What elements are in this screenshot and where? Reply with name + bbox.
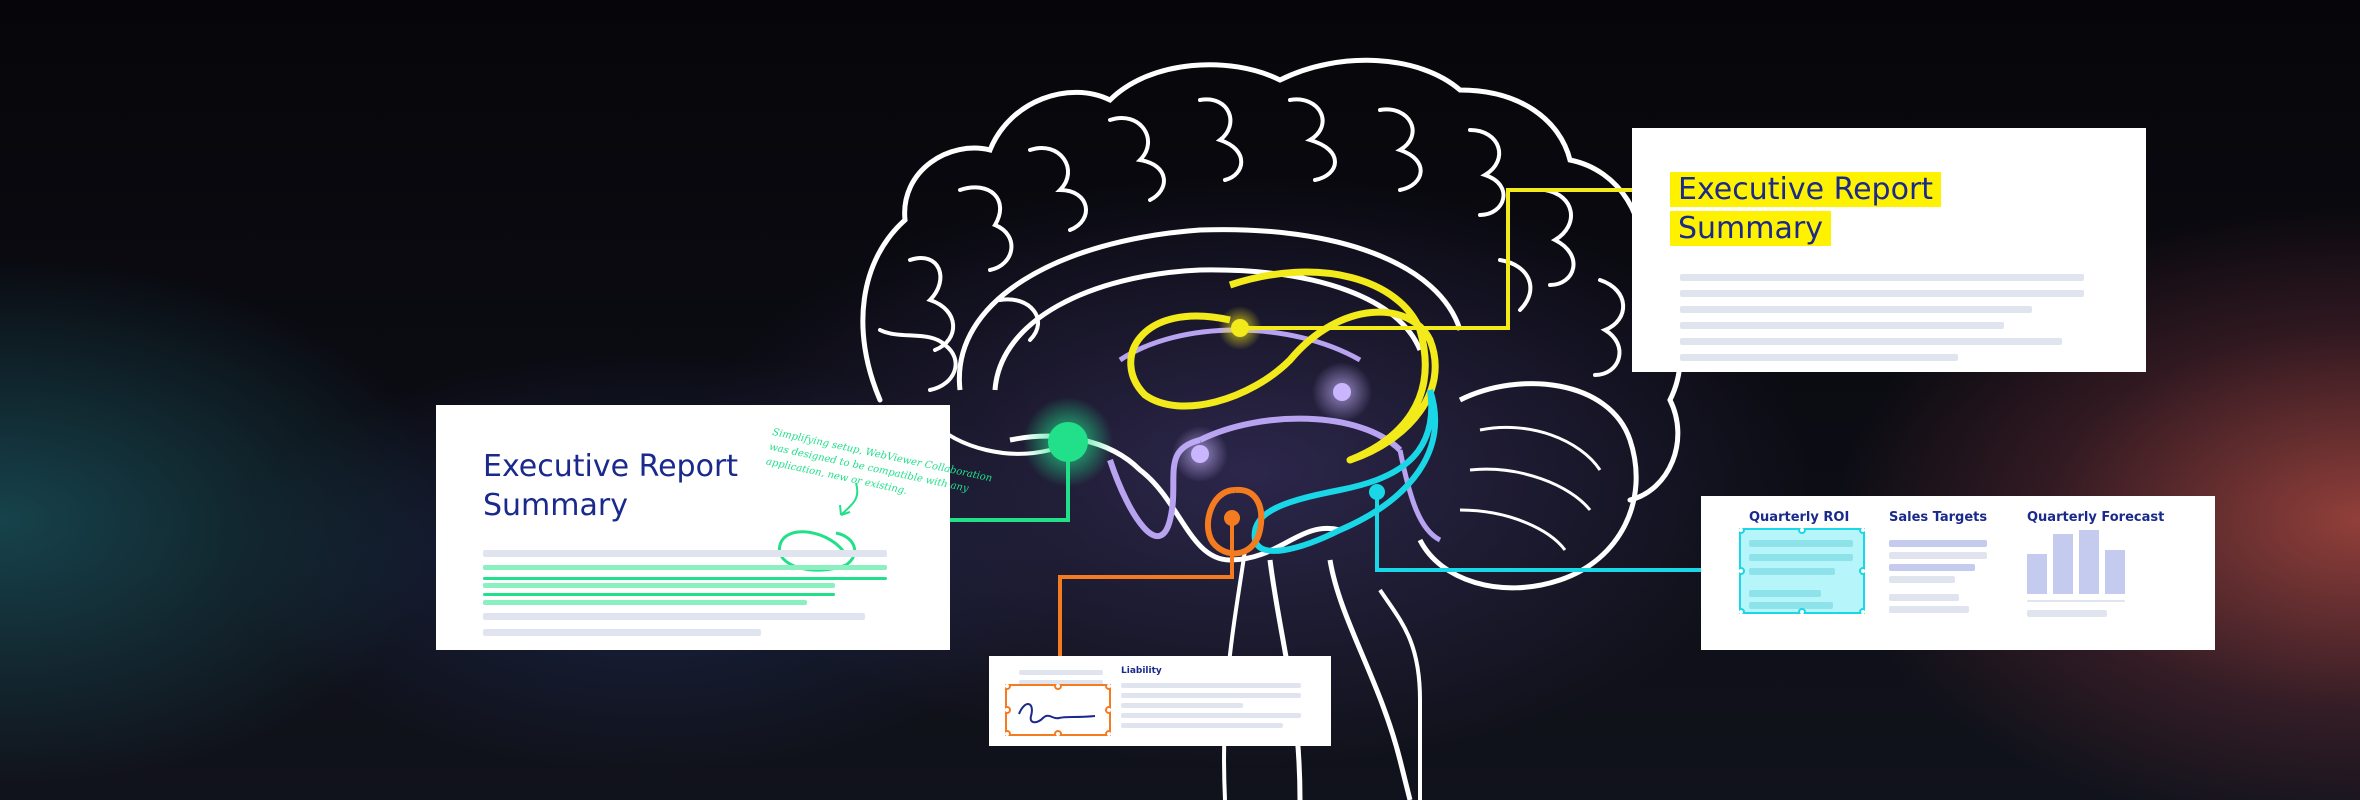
signature-ink xyxy=(1005,684,1111,736)
yellow-region xyxy=(1127,268,1439,464)
forecast-bar xyxy=(2079,530,2099,594)
text-line xyxy=(483,629,761,636)
text-line xyxy=(483,593,835,596)
text-line xyxy=(483,613,865,620)
text-line xyxy=(1889,594,1959,601)
orange-region xyxy=(1204,486,1265,557)
text-line xyxy=(2027,600,2125,602)
connector-yellow xyxy=(1240,188,1632,330)
forecast-bar xyxy=(2053,534,2073,594)
brainstem xyxy=(1327,559,1413,800)
text-line xyxy=(483,577,887,580)
text-line xyxy=(1889,564,1975,571)
connector-orange xyxy=(1058,518,1234,690)
connector-cyan xyxy=(1375,492,1740,572)
signature-field[interactable] xyxy=(1005,684,1111,736)
card-title: Executive Report Summary xyxy=(1670,170,1942,248)
card-title: Executive Report Summary xyxy=(483,447,738,525)
selection-handles xyxy=(1739,528,1865,614)
connector-green xyxy=(950,442,1070,522)
forecast-bar xyxy=(2027,554,2047,594)
cerebellum xyxy=(1417,381,1639,591)
text-line xyxy=(2027,610,2107,617)
text-line xyxy=(1889,606,1969,613)
liability-label: Liability xyxy=(1121,666,1162,676)
text-line xyxy=(1680,354,1958,361)
executive-report-card-left: Executive Report Summary Simplifying set… xyxy=(436,405,993,650)
column-title-roi: Quarterly ROI xyxy=(1749,510,1850,525)
text-line xyxy=(483,583,835,588)
text-line xyxy=(1019,680,1103,685)
text-line xyxy=(1121,723,1283,728)
text-line xyxy=(1680,338,2062,345)
text-line xyxy=(1889,540,1987,547)
text-line xyxy=(1680,274,2084,281)
text-line xyxy=(1121,683,1301,688)
liability-card: Liability xyxy=(989,656,1331,746)
executive-report-card-top: Executive Report Summary xyxy=(1632,128,2146,372)
text-line xyxy=(1121,703,1243,708)
text-line xyxy=(1680,322,2004,329)
text-line xyxy=(1680,290,2084,297)
text-line xyxy=(1121,713,1301,718)
text-line xyxy=(1889,576,1955,583)
forecast-bar xyxy=(2105,550,2125,594)
text-line xyxy=(1889,552,1987,559)
card-title-line1: Executive Report xyxy=(483,449,739,484)
node-lavender-1 xyxy=(1333,383,1351,401)
text-line xyxy=(1680,306,2032,313)
text-line xyxy=(1019,670,1103,675)
text-line xyxy=(483,565,887,570)
cerebrum-outline xyxy=(860,57,1683,503)
text-line xyxy=(483,600,807,605)
column-title-forecast: Quarterly Forecast xyxy=(2027,510,2165,525)
dashboard-card: Quarterly ROI Sales Targets Quarterly Fo… xyxy=(1701,496,2215,650)
card-title-line2: Summary xyxy=(483,488,628,523)
card-title-line2: Summary xyxy=(1670,211,1831,246)
text-line xyxy=(483,550,887,557)
card-title-line1: Executive Report xyxy=(1670,172,1942,207)
column-title-sales: Sales Targets xyxy=(1889,510,1988,525)
selected-region[interactable] xyxy=(1739,528,1865,614)
node-lavender-2 xyxy=(1191,445,1209,463)
text-line xyxy=(1121,693,1301,698)
